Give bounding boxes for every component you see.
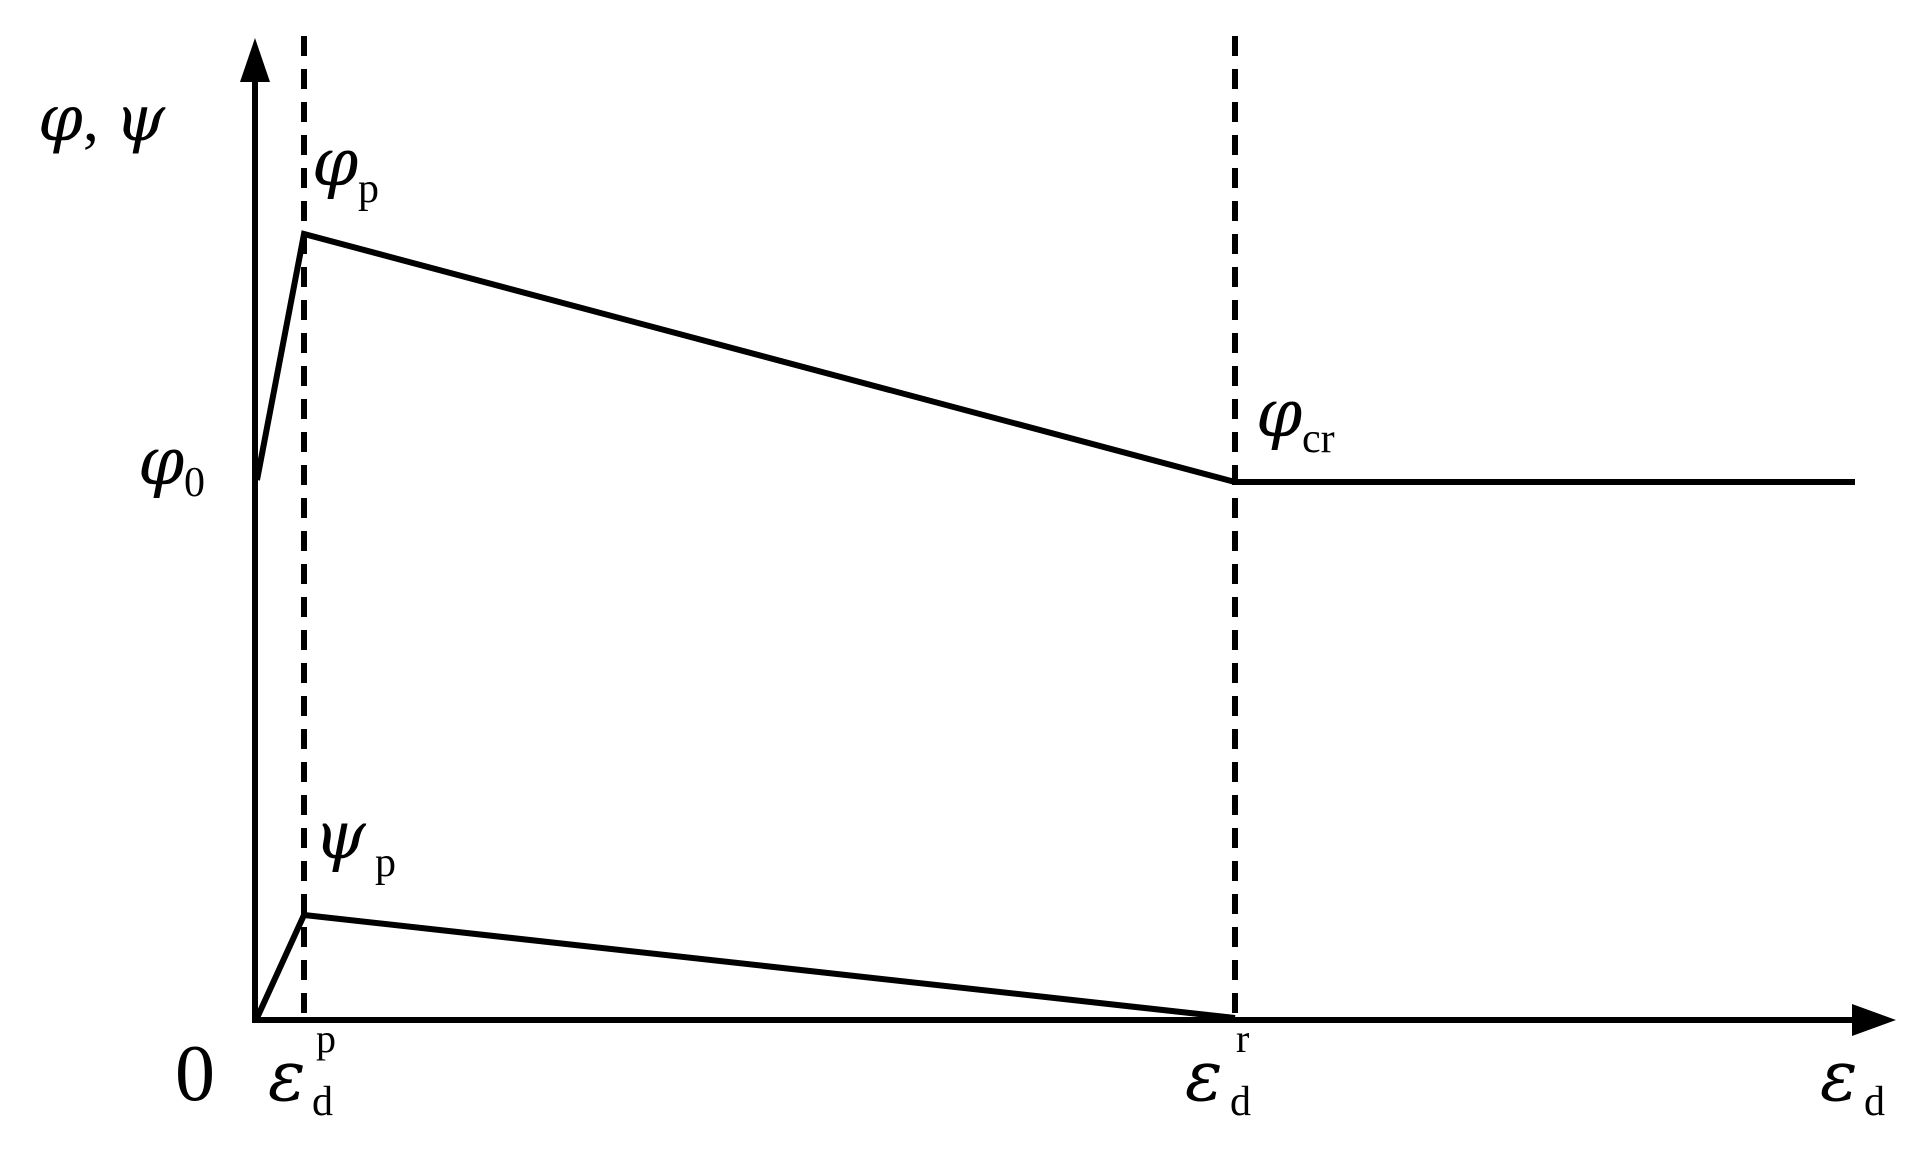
svg-text:d: d <box>312 1079 333 1125</box>
svg-text:0: 0 <box>184 460 205 506</box>
svg-text:p: p <box>316 1016 336 1061</box>
x-axis-arrowhead <box>1852 1004 1896 1036</box>
label-phi-critical: φ cr <box>1256 375 1335 462</box>
svg-text:ε: ε <box>1820 1035 1858 1117</box>
friction-angle-curve <box>254 230 1855 485</box>
svg-text:ψ: ψ <box>314 797 367 874</box>
dilation-angle-curve <box>254 911 1236 1021</box>
x-axis-label: ε d <box>1820 1035 1885 1125</box>
svg-text:r: r <box>1236 1016 1249 1061</box>
svg-text:d: d <box>1864 1079 1885 1125</box>
svg-text:p: p <box>358 166 379 212</box>
svg-text:d: d <box>1230 1079 1251 1125</box>
label-psi-peak: ψ p <box>314 797 396 886</box>
svg-text:ε: ε <box>268 1035 306 1117</box>
label-peak-strain: ε p d <box>268 1016 336 1125</box>
label-phi-peak: φ p <box>312 124 379 212</box>
label-phi-initial: φ 0 <box>138 423 205 506</box>
label-residual-strain: ε r d <box>1185 1016 1251 1125</box>
svg-text:ε: ε <box>1185 1035 1223 1117</box>
y-axis-label: φ, ψ <box>38 82 166 156</box>
svg-text:φ: φ <box>1256 375 1302 452</box>
origin-label: 0 <box>175 1030 215 1118</box>
svg-text:p: p <box>375 840 396 886</box>
svg-text:φ: φ <box>312 124 358 201</box>
y-axis-arrowhead <box>240 38 270 82</box>
svg-text:φ: φ <box>138 423 184 500</box>
svg-text:cr: cr <box>1302 416 1335 462</box>
